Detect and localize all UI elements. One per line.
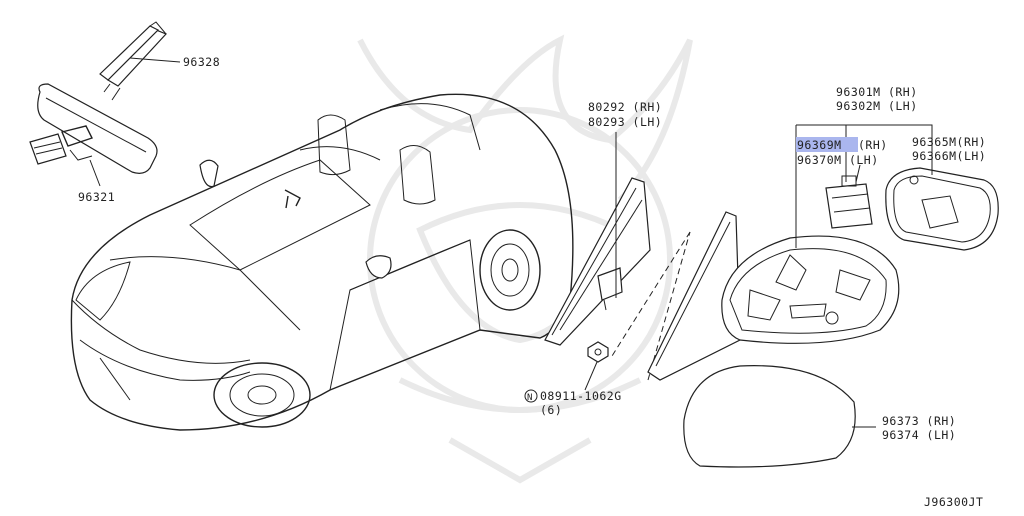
- mirror-housing: [721, 235, 900, 344]
- mirror-bracket: [99, 21, 168, 101]
- label-80293[interactable]: 80293 (LH): [588, 115, 662, 129]
- car-outline: [70, 93, 574, 431]
- label-96374[interactable]: 96374 (LH): [882, 428, 956, 442]
- nut-clip: [587, 341, 609, 363]
- part-labels: 96328 96321 80292 (RH) 80293 (LH) 96301M…: [78, 55, 986, 509]
- rear-view-mirror: [29, 83, 158, 174]
- notice-marker-text: N: [527, 393, 533, 403]
- label-96370m[interactable]: 96370M (LH): [797, 153, 879, 167]
- label-96301m[interactable]: 96301M (RH): [836, 85, 918, 99]
- label-96369m-side: (RH): [858, 138, 888, 152]
- label-96328[interactable]: 96328: [183, 55, 220, 69]
- assembly-guides: [611, 231, 691, 381]
- label-96373[interactable]: 96373 (RH): [882, 414, 956, 428]
- notice-marker: [524, 389, 538, 403]
- mirror-motor: [825, 175, 873, 229]
- label-96369m[interactable]: 96369M: [797, 138, 842, 152]
- label-96302m[interactable]: 96302M (LH): [836, 99, 918, 113]
- mirror-glass: [885, 167, 999, 251]
- label-80292[interactable]: 80292 (RH): [588, 100, 662, 114]
- label-08911-qty: (6): [540, 403, 562, 417]
- label-08911[interactable]: 08911-1062G: [540, 389, 622, 403]
- diagram-id: J96300JT: [924, 495, 983, 509]
- selected-part-highlight: [796, 137, 858, 152]
- mirror-cover: [683, 365, 856, 468]
- label-96321[interactable]: 96321: [78, 190, 115, 204]
- label-96365m[interactable]: 96365M(RH): [912, 135, 986, 149]
- label-96366m[interactable]: 96366M(LH): [912, 149, 986, 163]
